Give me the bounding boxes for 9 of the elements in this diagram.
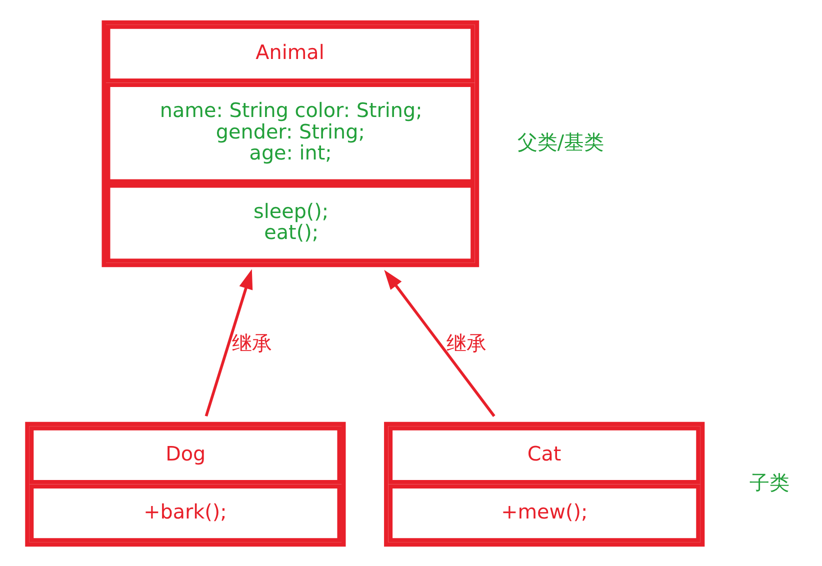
node-box: Animal name: String color: String; gender: String; age: int; sleep(); eat();: [102, 20, 480, 267]
edge-label: 继承: [446, 331, 486, 354]
node-box: Dog +bark();: [25, 421, 346, 546]
node-box: Cat +mew();: [384, 421, 705, 546]
arrow: [204, 268, 253, 416]
node-label: 子类: [749, 470, 790, 494]
node-label: 父类/基类: [517, 130, 604, 154]
arrow: [384, 269, 496, 416]
edge-label: 继承: [232, 331, 272, 354]
